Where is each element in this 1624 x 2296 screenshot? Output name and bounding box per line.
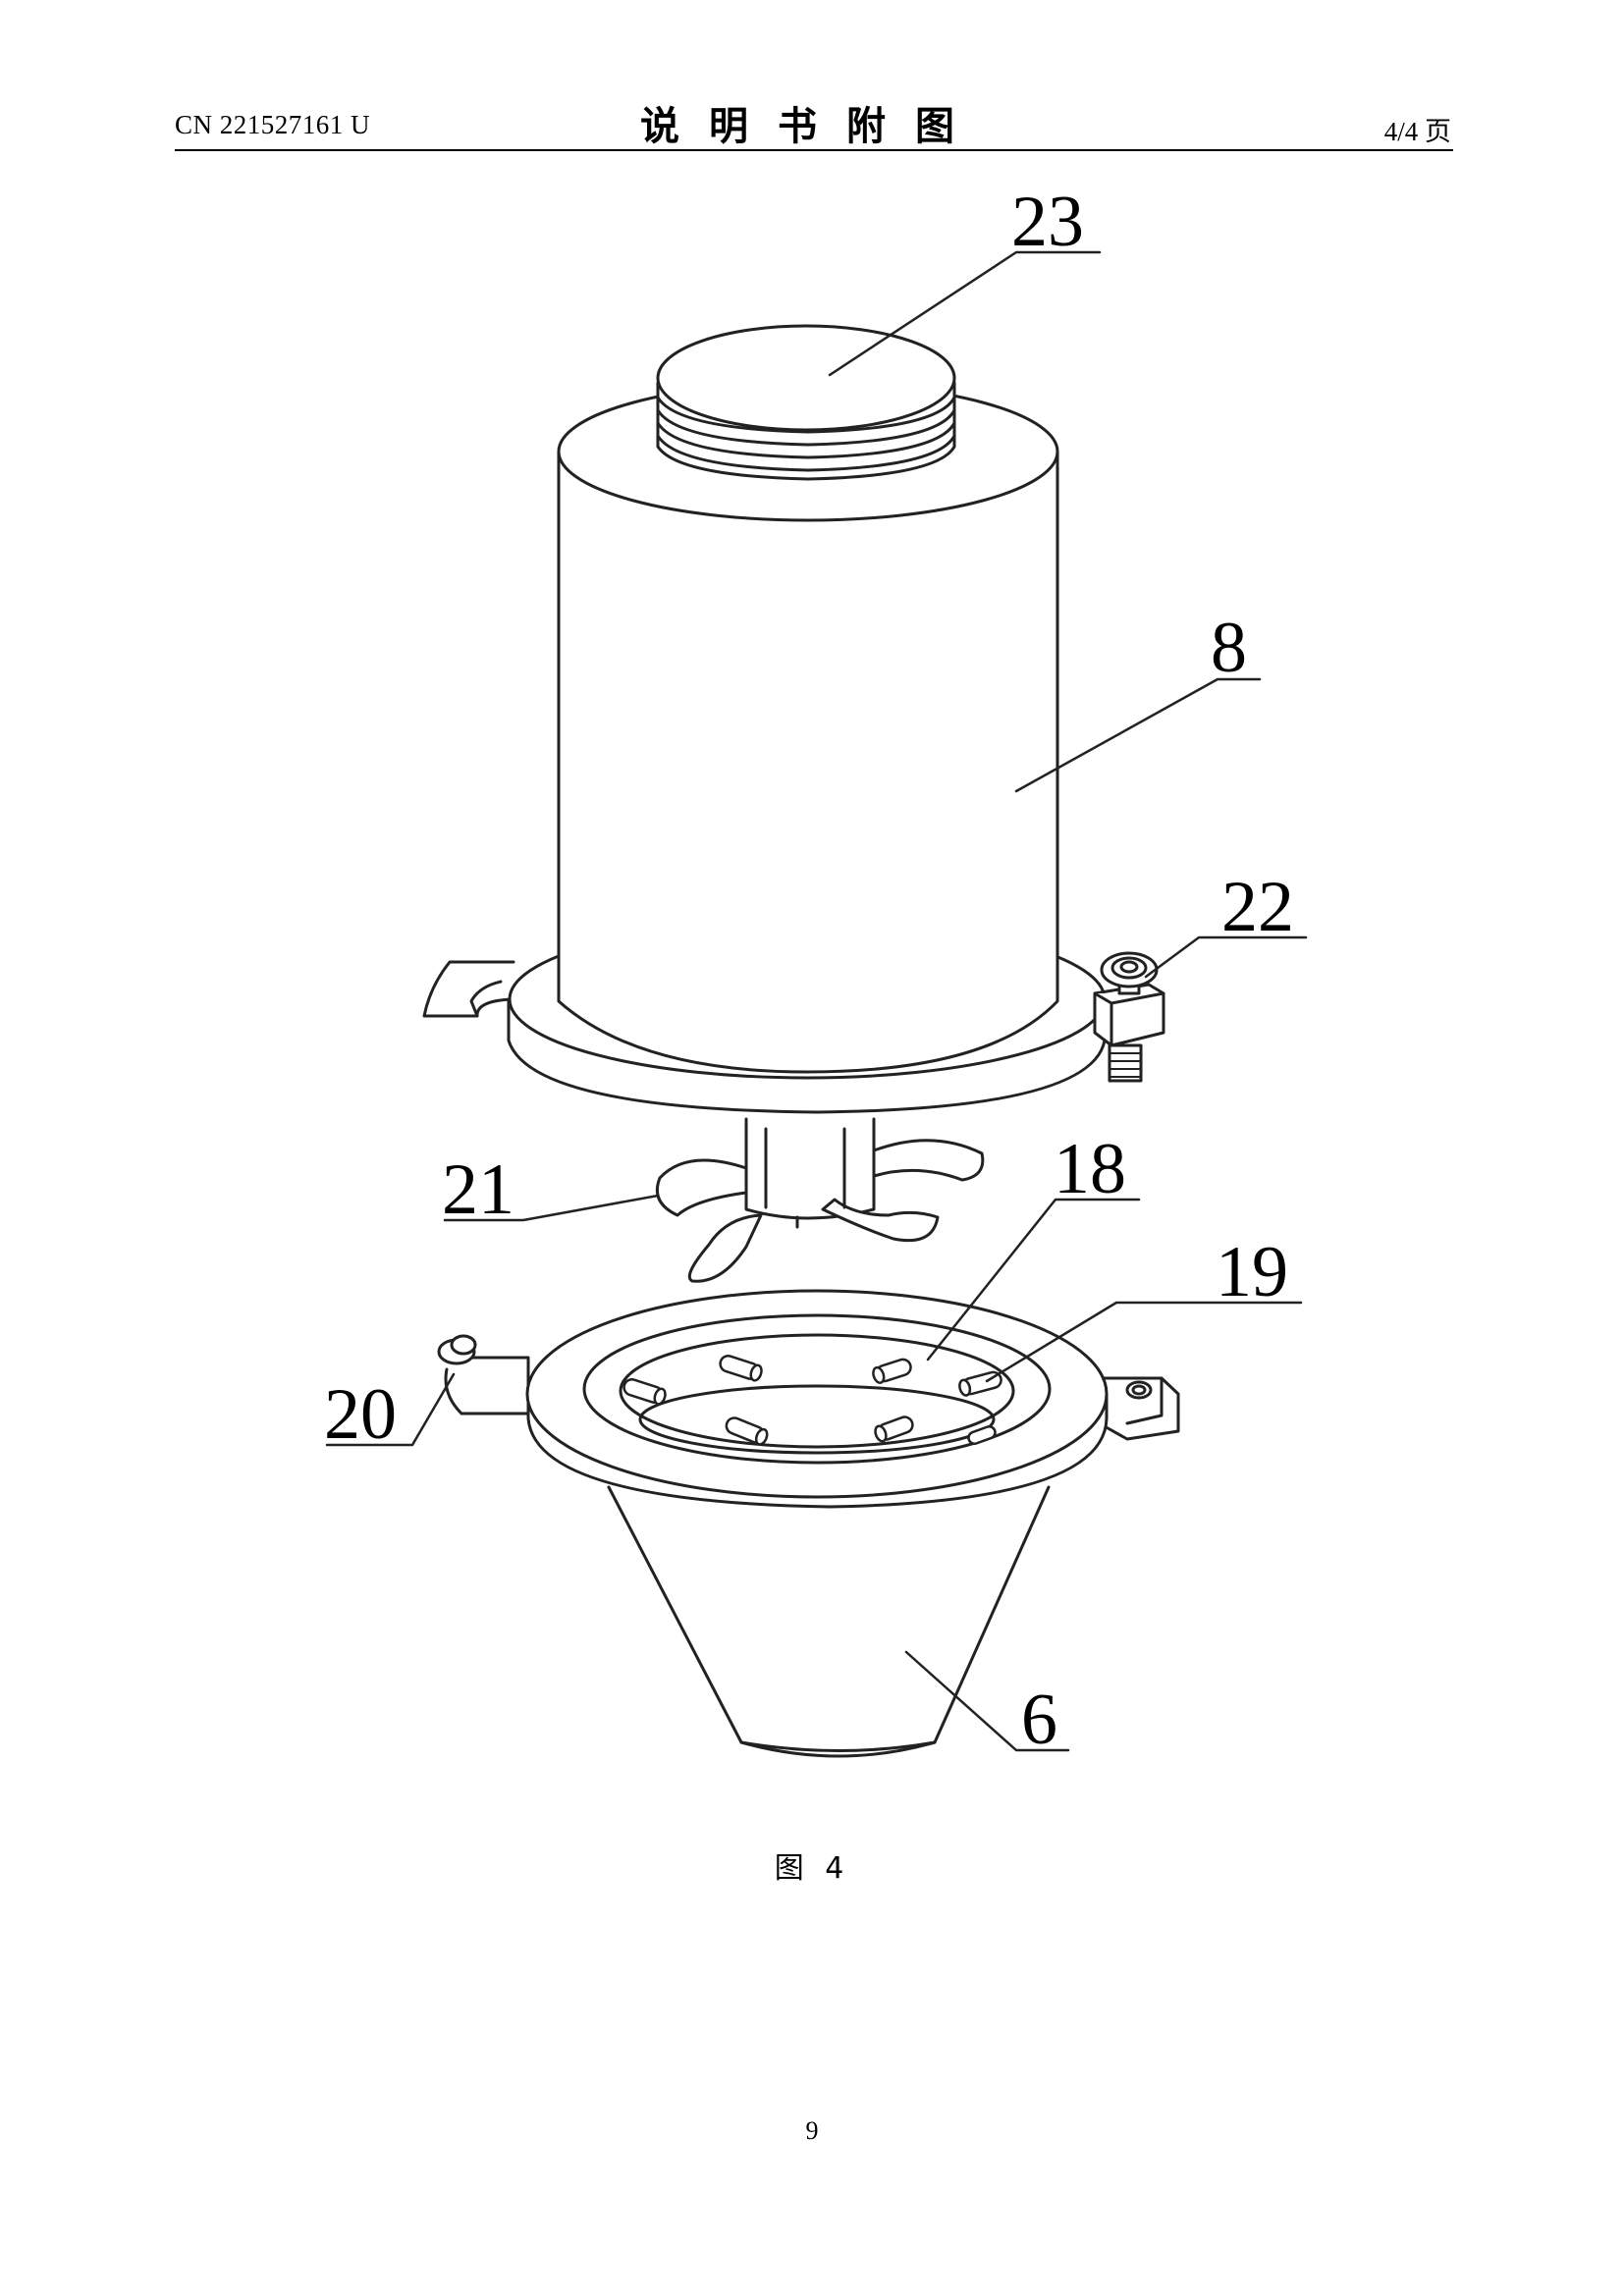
ref-label-22: 22 <box>1221 867 1294 947</box>
clamp-knob <box>1093 951 1165 1083</box>
ref-label-23: 23 <box>1011 182 1084 262</box>
page-number: 9 <box>805 2116 819 2145</box>
ref-label-19: 19 <box>1216 1232 1288 1312</box>
ref-label-8: 8 <box>1211 608 1247 688</box>
cone-hopper <box>607 1485 1051 1758</box>
ref-label-6: 6 <box>1021 1680 1057 1760</box>
ref-label-18: 18 <box>1054 1129 1126 1209</box>
header-rule <box>175 149 1453 151</box>
funnel-ring <box>437 1289 1180 1509</box>
patent-number: CN 221527161 U <box>175 110 371 139</box>
ref-label-20: 20 <box>324 1374 397 1455</box>
page-indicator: 4/4 页 <box>1383 117 1451 146</box>
ref-label-21: 21 <box>442 1149 514 1230</box>
leader-lines <box>325 250 1308 1752</box>
stirring-paddles <box>655 1117 985 1283</box>
container-body <box>422 324 1107 1114</box>
section-title: 说明书附图 <box>640 104 984 149</box>
figure-caption: 图 4 <box>774 1851 850 1886</box>
